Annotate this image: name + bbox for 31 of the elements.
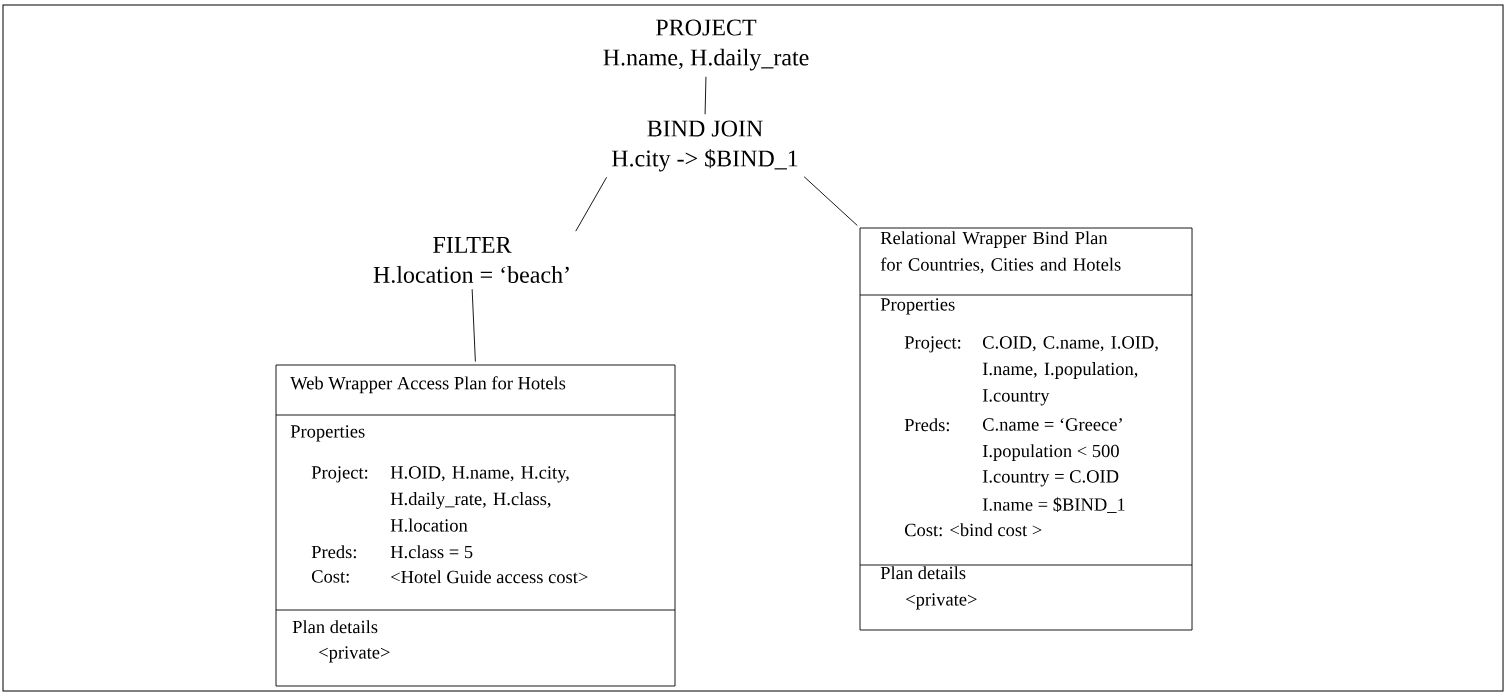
- tree-line: [471, 288, 476, 362]
- section-heading: Properties: [290, 425, 365, 442]
- plan-box: [275, 364, 676, 687]
- property-value: I.name = $BIND_1: [982, 497, 1125, 513]
- property-label: Project:: [311, 466, 368, 483]
- property-value: I.country = C.OID: [982, 470, 1119, 487]
- tree-line: [575, 176, 607, 232]
- property-value: <private>: [906, 593, 977, 610]
- operator-label: PROJECT H.name, H.daily_rate: [603, 19, 809, 71]
- operator-label: BIND JOIN H.city -> $BIND_1: [611, 120, 798, 172]
- property-value: C.name = ‘Greece’: [982, 418, 1122, 431]
- property-label: Project:: [904, 336, 961, 353]
- tree-line: [803, 176, 858, 226]
- property-label: Preds:: [904, 418, 949, 432]
- plan-box: [859, 227, 1193, 631]
- section-heading: Plan details: [292, 620, 378, 634]
- property-value: <private>: [319, 646, 390, 663]
- property-value: <Hotel Guide access cost>: [391, 570, 588, 584]
- property-value: Cost: <bind cost >: [904, 523, 1042, 537]
- section-heading: Plan details: [880, 566, 966, 580]
- property-value: I.population < 500: [982, 444, 1119, 461]
- section-heading: Properties: [880, 298, 955, 315]
- property-value: H.class = 5: [390, 545, 473, 559]
- property-label: Preds:: [311, 545, 356, 559]
- property-value: C.OID, C.name, I.OID, I.name, I.population, I.country: [982, 336, 1158, 406]
- property-label: Cost:: [311, 570, 349, 583]
- tree-line: [704, 76, 707, 115]
- plan-title: Relational Wrapper Bind Plan for Countries, Cities and Hotels: [880, 231, 1121, 274]
- operator-label: FILTER H.location = ‘beach’: [373, 237, 569, 284]
- plan-title: Web Wrapper Access Plan for Hotels: [290, 376, 566, 394]
- property-value: H.OID, H.name, H.city, H.daily_rate, H.class, H.location: [390, 466, 569, 532]
